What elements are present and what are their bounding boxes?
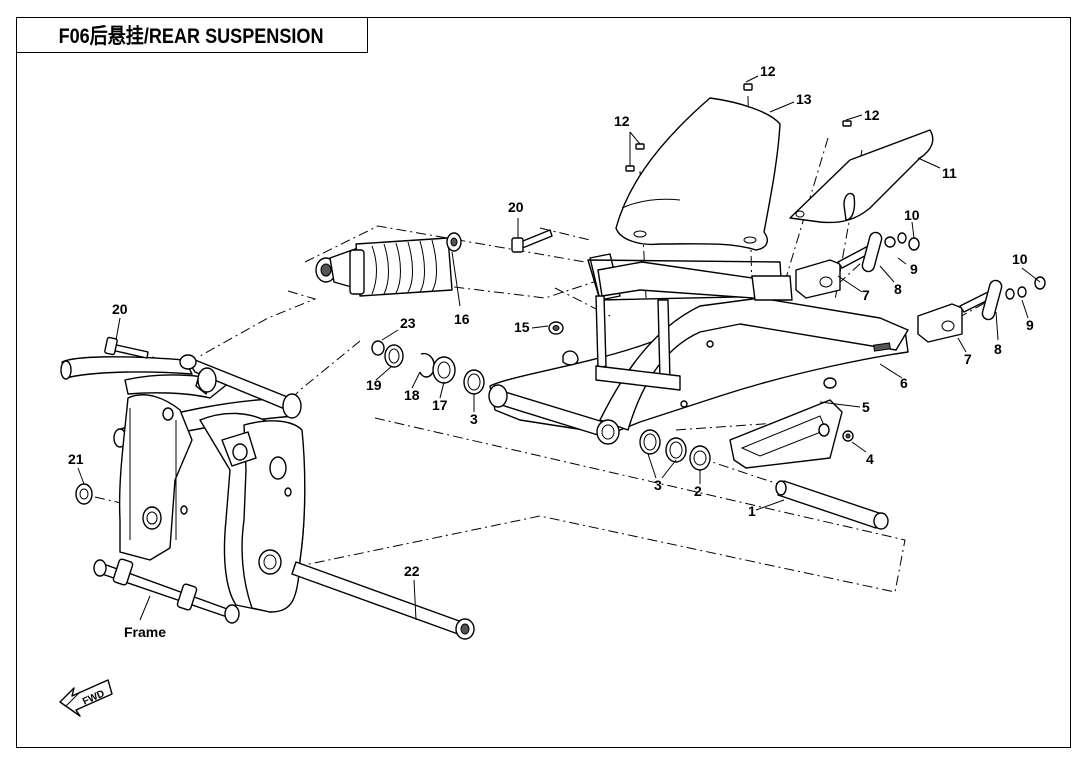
shock-absorber bbox=[315, 232, 462, 297]
chain-adjuster-upper bbox=[795, 231, 920, 299]
callout-10: 10 bbox=[1012, 251, 1028, 267]
callout-9: 9 bbox=[1026, 317, 1034, 333]
callout-11: 11 bbox=[942, 165, 957, 181]
callout-16: 16 bbox=[454, 311, 470, 327]
callout-labels: 12 13 12 12 11 10 10 9 9 8 8 7 7 6 5 4 2… bbox=[68, 63, 1034, 640]
callout-7: 7 bbox=[964, 351, 972, 367]
leader-lines bbox=[77, 75, 1041, 621]
callout-3: 3 bbox=[654, 477, 662, 493]
frame-label: Frame bbox=[124, 624, 166, 640]
fwd-arrow-icon: FWD bbox=[59, 679, 113, 717]
callout-20: 20 bbox=[112, 301, 128, 317]
callout-10: 10 bbox=[904, 207, 920, 223]
callout-3: 3 bbox=[470, 411, 478, 427]
callout-2: 2 bbox=[694, 483, 702, 499]
callout-6: 6 bbox=[900, 375, 908, 391]
callout-8: 8 bbox=[894, 281, 902, 297]
callout-9: 9 bbox=[910, 261, 918, 277]
page-title: F06后悬挂/REAR SUSPENSION bbox=[59, 24, 324, 48]
pivot-shaft bbox=[291, 561, 475, 640]
callout-18: 18 bbox=[404, 387, 420, 403]
swing-arm bbox=[488, 253, 909, 445]
callout-7: 7 bbox=[862, 287, 870, 303]
callout-5: 5 bbox=[862, 399, 870, 415]
drawing-border bbox=[16, 17, 1071, 748]
callout-1: 1 bbox=[748, 503, 756, 519]
callout-12: 12 bbox=[864, 107, 880, 123]
callout-8: 8 bbox=[994, 341, 1002, 357]
mudguard-screws bbox=[625, 83, 852, 172]
callout-21: 21 bbox=[68, 451, 84, 467]
chain-adjuster-lower bbox=[917, 276, 1046, 343]
callout-20: 20 bbox=[508, 199, 524, 215]
callout-12: 12 bbox=[614, 113, 630, 129]
chain-guide bbox=[729, 399, 854, 469]
callout-22: 22 bbox=[404, 563, 420, 579]
callout-23: 23 bbox=[400, 315, 416, 331]
callout-4: 4 bbox=[866, 451, 874, 467]
rear-mudguard bbox=[615, 97, 781, 251]
callout-15: 15 bbox=[514, 319, 530, 335]
pivot-sleeve bbox=[775, 480, 889, 530]
frame-assembly bbox=[60, 354, 306, 624]
shock-bolt-lower bbox=[511, 229, 553, 253]
chain-cover bbox=[789, 129, 934, 224]
callout-13: 13 bbox=[796, 91, 812, 107]
shock-bolt-upper bbox=[104, 336, 149, 359]
title-box: F06后悬挂/REAR SUSPENSION bbox=[16, 17, 368, 53]
callout-12: 12 bbox=[760, 63, 776, 79]
callout-17: 17 bbox=[432, 397, 448, 413]
callout-19: 19 bbox=[366, 377, 382, 393]
